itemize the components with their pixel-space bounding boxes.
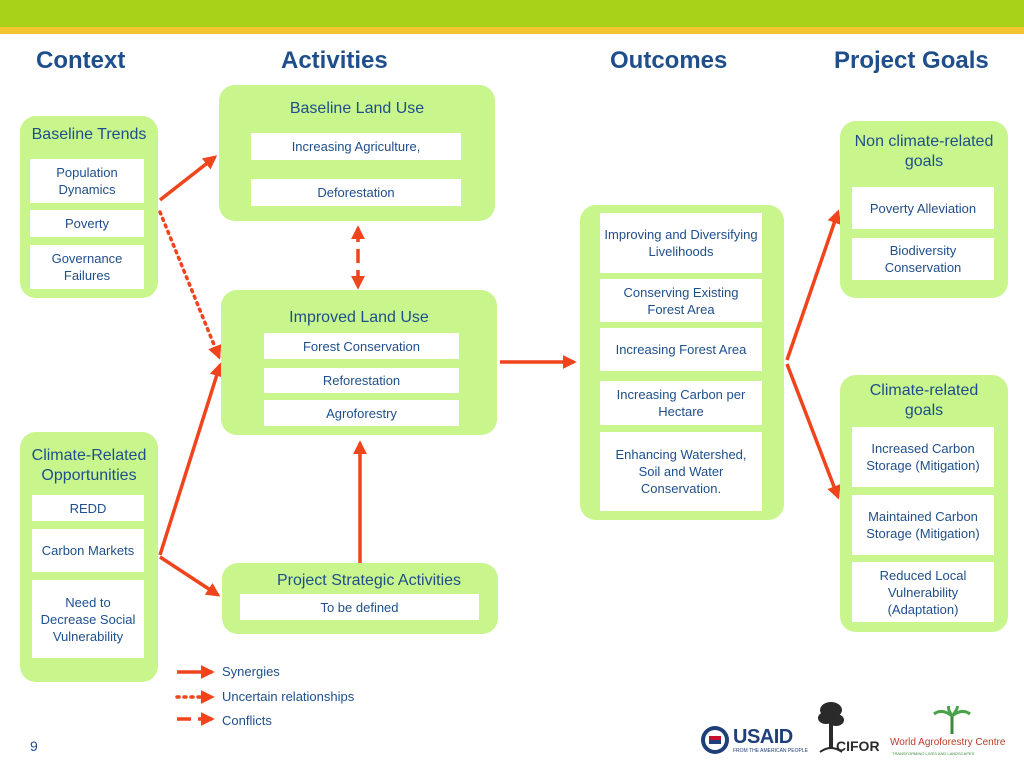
activity-increasing-agriculture: Increasing Agriculture, [251, 133, 461, 160]
usaid-tagline: FROM THE AMERICAN PEOPLE [733, 748, 808, 754]
group-title: Non climate-related goals [854, 133, 994, 170]
arrow-outcomes-to-climate-goals [785, 363, 841, 500]
opportunity-social-vulnerability: Need to Decrease Social Vulnerability [32, 580, 144, 658]
opportunity-carbon-markets: Carbon Markets [32, 529, 144, 572]
usaid-wordmark: USAID [733, 726, 793, 749]
trend-governance-failures: Governance Failures [30, 245, 144, 289]
column-header-goals: Project Goals [834, 47, 989, 74]
usaid-logo: USAID FROM THE AMERICAN PEOPLE [700, 722, 808, 758]
palm-tree-icon [933, 706, 971, 734]
goal-increased-carbon-storage: Increased Carbon Storage (Mitigation) [852, 427, 994, 487]
activity-to-be-defined: To be defined [240, 594, 479, 620]
outcome-increasing-forest: Increasing Forest Area [600, 328, 762, 371]
icraf-wordmark: World Agroforestry Centre [890, 737, 1006, 748]
trend-poverty: Poverty [30, 210, 144, 237]
column-header-outcomes: Outcomes [610, 47, 728, 74]
goal-maintained-carbon-storage: Maintained Carbon Storage (Mitigation) [852, 495, 994, 555]
column-header-activities: Activities [281, 47, 388, 74]
column-header-context: Context [36, 47, 126, 74]
group-title: Project Strategic Activities [276, 572, 462, 589]
page-number: 9 [30, 738, 38, 754]
icraf-logo: World Agroforestry Centre TRANSFORMING L… [888, 706, 1022, 760]
outcome-conserving-forest: Conserving Existing Forest Area [600, 279, 762, 322]
arrow-trends-to-baseline-landuse [158, 155, 218, 202]
group-outcomes: Improving and Diversifying Livelihoods C… [580, 205, 784, 520]
group-title: Baseline Land Use [289, 100, 425, 117]
group-climate-goals: Climate-related goals Increased Carbon S… [840, 375, 1008, 632]
group-strategic-activities: Project Strategic Activities To be defin… [222, 563, 498, 634]
icraf-tagline: TRANSFORMING LIVES AND LANDSCAPES [892, 751, 975, 756]
legend-conflicts: Conflicts [222, 713, 272, 728]
activity-reforestation: Reforestation [264, 368, 459, 393]
outcome-carbon-per-hectare: Increasing Carbon per Hectare [600, 381, 762, 425]
arrow-outcomes-to-non-climate-goals [785, 209, 841, 361]
arrow-trends-to-improved-landuse-uncertain [158, 210, 222, 360]
header-stripe [0, 27, 1024, 34]
legend-synergies: Synergies [222, 664, 280, 679]
usaid-seal-icon [701, 726, 729, 754]
group-title: Climate-related goals [869, 382, 979, 419]
group-baseline-land-use: Baseline Land Use Increasing Agriculture… [219, 85, 495, 221]
trend-population-dynamics: Population Dynamics [30, 159, 144, 203]
arrow-opportunities-to-improved-landuse [158, 362, 224, 556]
activity-deforestation: Deforestation [251, 179, 461, 206]
group-climate-opportunities: Climate-Related Opportunities REDD Carbo… [20, 432, 158, 682]
arrow-opportunities-to-strategic-activities [159, 555, 221, 597]
goal-reduced-vulnerability: Reduced Local Vulnerability (Adaptation) [852, 562, 994, 622]
goal-biodiversity-conservation: Biodiversity Conservation [852, 238, 994, 280]
cifor-wordmark: CIFOR [836, 738, 880, 754]
cifor-logo: CIFOR [814, 700, 880, 758]
group-improved-land-use: Improved Land Use Forest Conservation Re… [221, 290, 497, 435]
group-title: Baseline Trends [31, 126, 147, 143]
activity-agroforestry: Agroforestry [264, 400, 459, 426]
usaid-wordmark-text: USAID [733, 726, 793, 748]
group-baseline-trends: Baseline Trends Population Dynamics Pove… [20, 116, 158, 298]
group-non-climate-goals: Non climate-related goals Poverty Allevi… [840, 121, 1008, 298]
outcome-livelihoods: Improving and Diversifying Livelihoods [600, 213, 762, 273]
group-title: Improved Land Use [289, 309, 429, 326]
outcome-watershed-soil-water: Enhancing Watershed, Soil and Water Cons… [600, 432, 762, 511]
group-title: Climate-Related Opportunities [31, 447, 147, 484]
legend-uncertain: Uncertain relationships [222, 689, 355, 704]
opportunity-redd: REDD [32, 495, 144, 521]
header-bar [0, 0, 1024, 27]
tree-icon [818, 702, 844, 753]
goal-poverty-alleviation: Poverty Alleviation [852, 187, 994, 229]
activity-forest-conservation: Forest Conservation [264, 333, 459, 359]
